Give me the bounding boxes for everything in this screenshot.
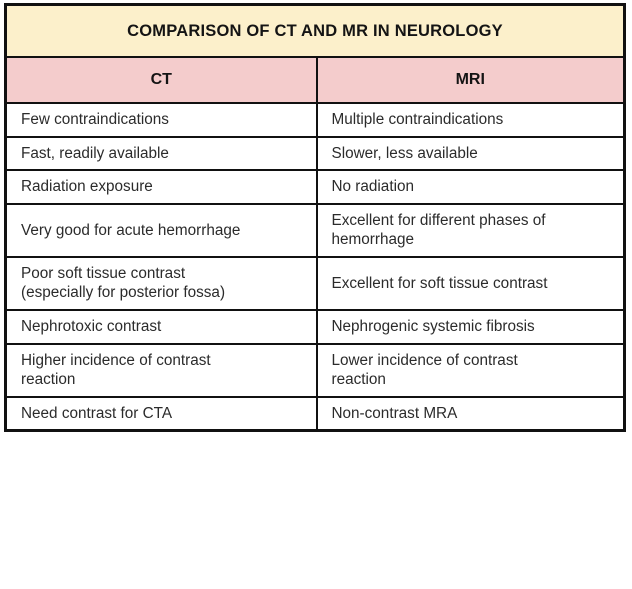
cell-mri: Lower incidence of contrast reaction — [315, 342, 625, 398]
cell-mri-text: Non-contrast MRA — [331, 404, 458, 422]
table-row: Poor soft tissue contrast (especially fo… — [5, 255, 625, 312]
table-row: Fast, readily available Slower, less ava… — [5, 135, 625, 172]
table-title: COMPARISON OF CT AND MR IN NEUROLOGY — [5, 4, 625, 58]
cell-ct: Need contrast for CTA — [5, 395, 318, 431]
cell-ct: Few contraindications — [5, 102, 318, 138]
cell-ct-text: Need contrast for CTA — [21, 404, 173, 422]
header-row: CT MRI — [5, 56, 625, 104]
cell-mri: Excellent for different phases of hemorr… — [315, 202, 625, 258]
cell-mri-text: Multiple contraindications — [331, 111, 504, 128]
table-row: Few contraindications Multiple contraind… — [5, 102, 625, 138]
cell-mri-text: No radiation — [331, 178, 414, 196]
comparison-table: COMPARISON OF CT AND MR IN NEUROLOGY CT … — [4, 3, 627, 433]
title-row: COMPARISON OF CT AND MR IN NEUROLOGY — [5, 4, 625, 58]
cell-mri: Non-contrast MRA — [315, 395, 625, 431]
cell-mri-text: Excellent for soft tissue contrast — [331, 274, 548, 292]
cell-ct-text: Very good for acute hemorrhage — [21, 221, 241, 239]
cell-ct: Fast, readily available — [5, 135, 318, 172]
cell-ct: Nephrotoxic contrast — [5, 309, 318, 345]
table-row: Very good for acute hemorrhage Excellent… — [5, 202, 625, 258]
cell-ct-text: Fast, readily available — [21, 144, 169, 162]
cell-ct-text: Higher incidence of contrast reaction — [21, 351, 211, 389]
table-body: COMPARISON OF CT AND MR IN NEUROLOGY CT … — [5, 4, 625, 431]
table-row: Higher incidence of contrast reaction Lo… — [5, 342, 625, 398]
cell-mri: Slower, less available — [315, 135, 625, 172]
cell-ct-text: Few contraindications — [21, 111, 169, 128]
table-row: Radiation exposure No radiation — [5, 169, 625, 205]
cell-mri: Excellent for soft tissue contrast — [315, 255, 625, 312]
cell-mri: Nephrogenic systemic fibrosis — [315, 309, 625, 345]
cell-ct-text: Poor soft tissue contrast (especially fo… — [21, 264, 226, 302]
cell-mri: No radiation — [315, 169, 625, 205]
cell-ct-text: Radiation exposure — [21, 178, 153, 196]
cell-ct-text: Nephrotoxic contrast — [21, 318, 162, 336]
cell-mri-text: Slower, less available — [331, 144, 478, 162]
cell-ct: Poor soft tissue contrast (especially fo… — [5, 255, 318, 312]
cell-ct: Very good for acute hemorrhage — [5, 202, 318, 258]
cell-mri-text: Excellent for different phases of hemorr… — [331, 211, 546, 249]
cell-mri-text: Lower incidence of contrast reaction — [331, 351, 518, 389]
cell-mri-text: Nephrogenic systemic fibrosis — [331, 318, 535, 336]
cell-ct: Higher incidence of contrast reaction — [5, 342, 318, 398]
table-row: Nephrotoxic contrast Nephrogenic systemi… — [5, 309, 625, 345]
cell-mri: Multiple contraindications — [315, 102, 625, 138]
table-row: Need contrast for CTA Non-contrast MRA — [5, 395, 625, 431]
column-header-mri: MRI — [315, 56, 625, 104]
column-header-ct: CT — [5, 56, 318, 104]
cell-ct: Radiation exposure — [5, 169, 318, 205]
